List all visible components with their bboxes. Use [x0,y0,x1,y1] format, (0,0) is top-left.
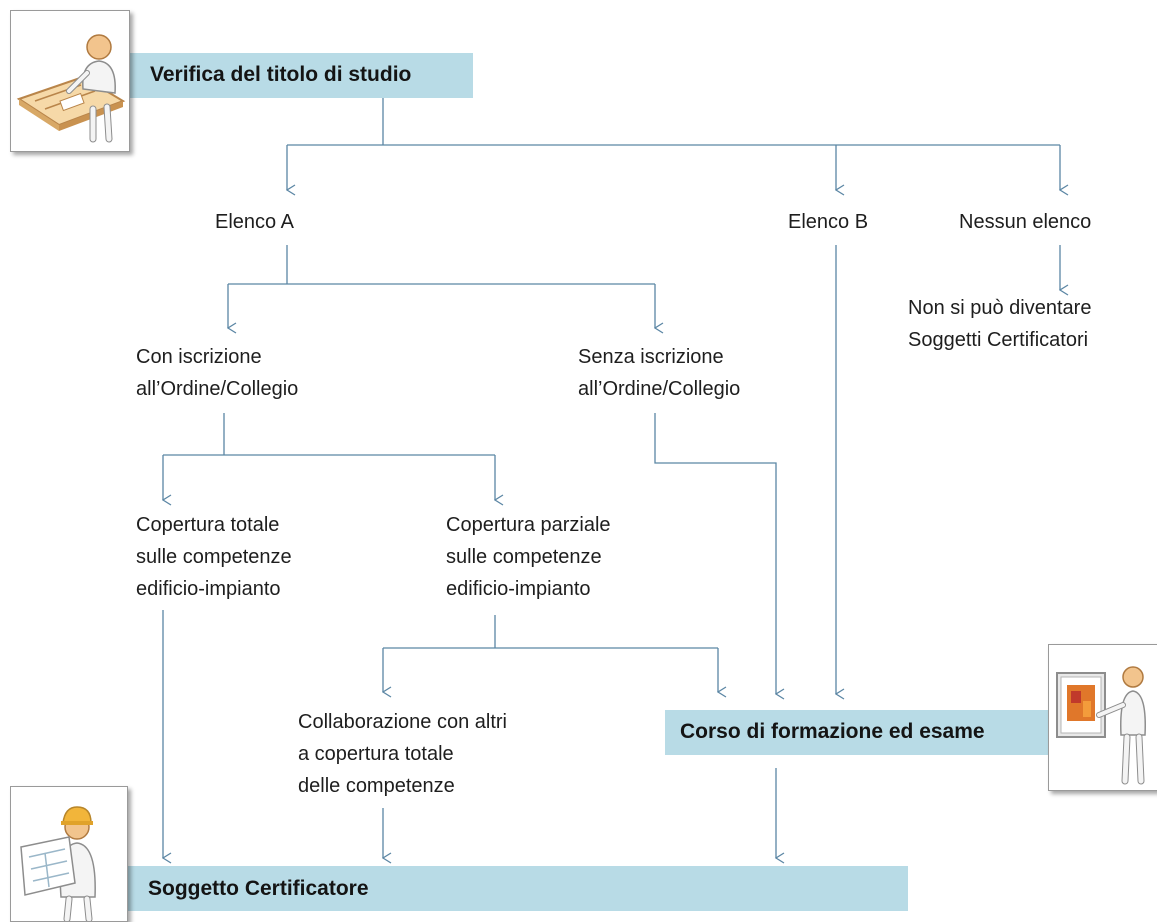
connector-copertura-parziale-split [383,615,718,649]
con-iscrizione-line-1: Con iscrizione [136,346,262,368]
elenco-a-label: Elenco A [215,211,294,233]
connector-verifica-split [287,98,1060,146]
worker-with-hardhat-reading-plan-icon [20,806,96,921]
copertura-parziale-line-1: Copertura parziale [446,514,611,536]
senza-iscrizione-line-2: all’Ordine/Collegio [578,378,741,400]
nessun-elenco-label: Nessun elenco [959,211,1092,233]
elenco-b-label: Elenco B [788,211,869,233]
non-si-puo-line-1: Non si può diventare [908,297,1092,319]
senza-iscrizione-line-1: Senza iscrizione [578,346,724,368]
corso-bar [665,710,1057,755]
con-iscrizione-line-2: all’Ordine/Collegio [136,378,299,400]
hardhat-worker-picture [10,786,128,922]
non-si-puo-line-2: Soggetti Certificatori [908,329,1089,351]
collaborazione-line-2: a copertura totale [298,743,454,765]
copertura-parziale-node: Copertura parziale sulle competenze edif… [446,509,611,605]
connector-elenco-a-split [228,245,655,285]
collaborazione-node: Collaborazione con altri a copertura tot… [298,706,507,802]
arrow-senza-to-corso [654,413,776,694]
con-iscrizione-node: Con iscrizione all’Ordine/Collegio [136,341,298,405]
person-presenting-chart-icon [1056,666,1146,785]
corso-label: Corso di formazione ed esame [680,720,985,743]
collaborazione-line-1: Collaborazione con altri [298,711,508,733]
copertura-totale-line-1: Copertura totale [136,514,280,536]
non-si-puo-node: Non si può diventare Soggetti Certificat… [908,292,1091,356]
connector-con-iscrizione-split [163,413,495,456]
copertura-totale-line-2: sulle competenze [136,546,292,568]
senza-iscrizione-node: Senza iscrizione all’Ordine/Collegio [578,341,740,405]
soggetto-bar [128,866,908,911]
drafting-table-picture [10,10,130,152]
copertura-totale-node: Copertura totale sulle competenze edific… [136,509,292,605]
copertura-totale-line-3: edificio-impianto [136,578,281,600]
verifica-label: Verifica del titolo di studio [150,63,412,86]
collaborazione-line-3: delle competenze [298,775,455,797]
copertura-parziale-line-2: sulle competenze [446,546,602,568]
copertura-parziale-line-3: edificio-impianto [446,578,591,600]
presenting-picture [1048,644,1157,791]
soggetto-label: Soggetto Certificatore [148,877,369,900]
person-at-drafting-table-icon [16,34,126,143]
verifica-bar [128,53,473,98]
